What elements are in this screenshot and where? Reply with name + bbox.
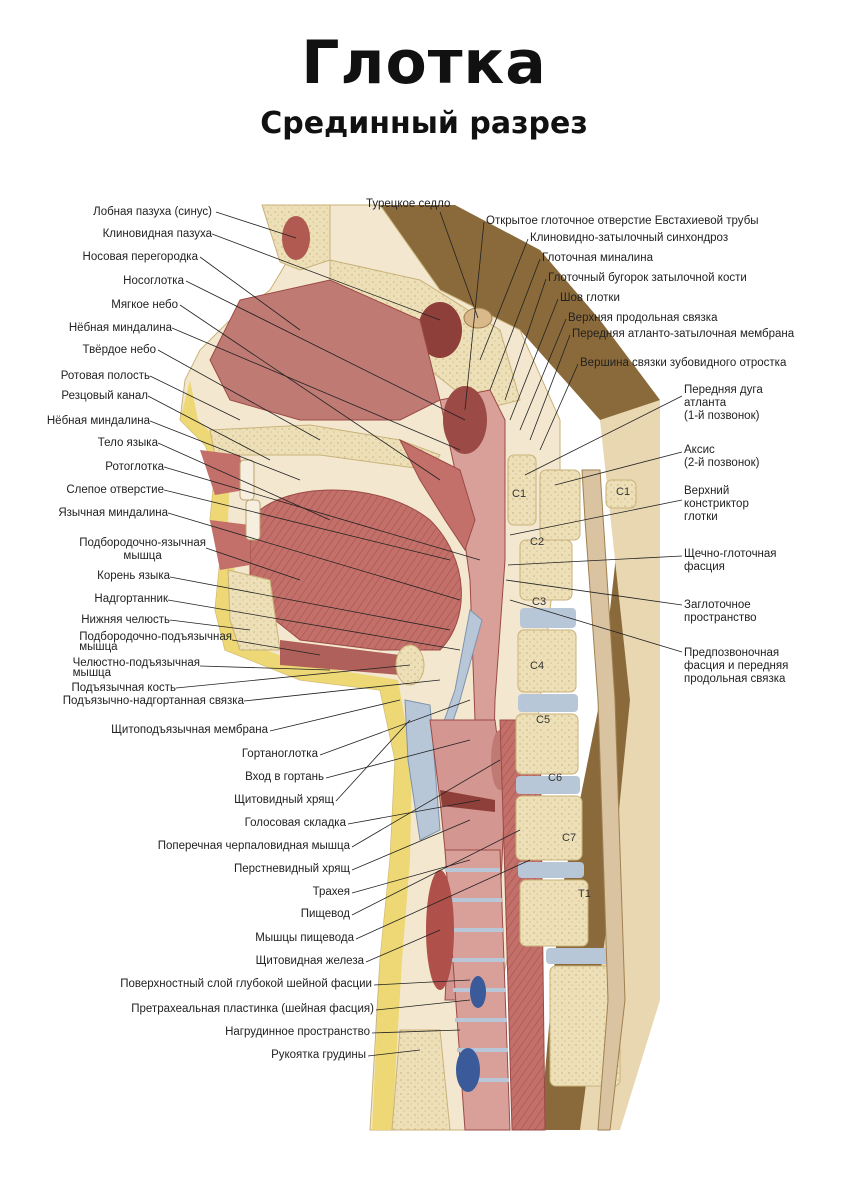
label-mylohyoid: Челюстно-подъязычная мышца bbox=[72, 657, 200, 679]
lower-lip bbox=[210, 520, 250, 570]
label-anterior-arch-atlas: Передняя дуга атланта (1-й позвонок) bbox=[684, 384, 763, 422]
brain-region bbox=[380, 205, 660, 1130]
label-superficial-cervical-fascia: Поверхностный слой глубокой шейной фасци… bbox=[120, 978, 372, 990]
label-pharyngeal-tonsil: Глоточная миналина bbox=[542, 252, 653, 264]
label-palatine-tonsil-1: Нёбная миндалина bbox=[68, 322, 172, 334]
sella-turcica bbox=[463, 307, 493, 329]
upper-lip bbox=[200, 450, 245, 495]
label-superior-constrictor: Верхний констриктор глотки bbox=[684, 485, 749, 523]
label-sphenooccipital-synchondrosis: Клиновидно-затылочный синхондроз bbox=[530, 232, 729, 244]
label-geniohyoid: Подбородочно-подъязычная мышца bbox=[79, 631, 232, 653]
label-laryngeal-inlet: Вход в гортань bbox=[245, 771, 324, 783]
label-buccopharyngeal-fascia: Щечно-глоточная фасция bbox=[684, 548, 777, 573]
thyroid-gland bbox=[426, 870, 454, 990]
lower-incisor bbox=[245, 499, 261, 541]
page-title: Глотка bbox=[301, 28, 547, 98]
manubrium bbox=[391, 1029, 451, 1131]
label-nasopharynx: Носоглотка bbox=[123, 275, 184, 287]
label-retropharyngeal-space: Заглоточное пространство bbox=[684, 599, 757, 624]
label-prevertebral-fascia: Предпозвоночная фасция и передняя продол… bbox=[684, 647, 789, 685]
vertebra-label: C6 bbox=[548, 772, 563, 784]
label-soft-palate: Мягкое небо bbox=[111, 299, 178, 311]
vertebra-label: C1 bbox=[512, 488, 527, 500]
label-thyrohyoid-membrane: Щитоподъязычная мембрана bbox=[111, 724, 268, 736]
label-pharyngeal-tubercle: Глоточный бугорок затылочной кости bbox=[548, 272, 747, 284]
vertebra-label: C3 bbox=[532, 596, 547, 608]
label-tongue-body: Тело языка bbox=[97, 437, 158, 449]
label-manubrium: Рукоятка грудины bbox=[271, 1049, 366, 1061]
label-hyoepiglottic-ligament: Подъязычно-надгортанная связка bbox=[62, 695, 244, 707]
label-epiglottis: Надгортанник bbox=[94, 593, 168, 605]
vertebra-label: C2 bbox=[530, 536, 545, 548]
label-thyroid-cartilage: Щитовидный хрящ bbox=[234, 794, 334, 806]
label-axis: Аксис (2-й позвонок) bbox=[684, 444, 760, 469]
label-eustachian-tube-opening: Открытое глоточное отверстие Евстахиевой… bbox=[486, 215, 759, 227]
label-nasal-septum: Носовая перегородка bbox=[82, 251, 198, 263]
label-incisive-canal: Резцовый канал bbox=[61, 390, 148, 402]
label-hyoid-bone: Подъязычная кость bbox=[71, 682, 176, 694]
vertebra-label: C1 bbox=[616, 486, 631, 498]
page-subtitle: Срединный разрез bbox=[260, 106, 588, 141]
label-vocal-fold: Голосовая складка bbox=[244, 817, 346, 829]
label-sella-turcica: Турецкое седло bbox=[366, 198, 451, 210]
brachiocephalic-vein-upper bbox=[470, 976, 486, 1008]
label-oropharynx: Ротоглотка bbox=[105, 461, 164, 473]
label-superior-longitudinal-ligament: Верхняя продольная связка bbox=[568, 312, 718, 324]
frontal-sinus bbox=[282, 216, 310, 260]
vertebra-label: C5 bbox=[536, 714, 551, 726]
label-cricoid-cartilage: Перстневидный хрящ bbox=[233, 863, 350, 875]
label-esophagus: Пищевод bbox=[300, 908, 350, 920]
label-oral-cavity: Ротовая полость bbox=[60, 370, 150, 382]
label-apical-ligament-dens: Вершина связки зубовидного отростка bbox=[580, 357, 787, 369]
hyoid-bone bbox=[395, 644, 425, 686]
label-esophageal-muscles: Мышцы пищевода bbox=[255, 932, 354, 944]
label-suprasternal-space: Нагрудинное пространство bbox=[225, 1026, 370, 1038]
label-frontal-sinus: Лобная пазуха (синус) bbox=[93, 206, 212, 218]
label-hard-palate: Твёрдое небо bbox=[82, 344, 156, 356]
upper-incisor bbox=[239, 459, 255, 501]
label-foramen-caecum: Слепое отверстие bbox=[66, 484, 164, 496]
label-pretracheal-lamina: Претрахеальная пластинка (шейная фасция) bbox=[131, 1003, 374, 1015]
vertebra-label: C7 bbox=[562, 832, 577, 844]
vertebra-label: T1 bbox=[578, 888, 591, 900]
label-tongue-root: Корень языка bbox=[97, 570, 170, 582]
label-pharyngeal-raphe: Шов глотки bbox=[560, 292, 620, 304]
label-trachea: Трахея bbox=[312, 886, 350, 898]
label-thyroid-gland: Щитовидная железа bbox=[255, 955, 364, 967]
label-transverse-arytenoid: Поперечная черпаловидная мышца bbox=[157, 840, 350, 852]
label-genioglossus: Подбородочно-язычная мышца bbox=[79, 537, 206, 562]
label-mandible: Нижняя челюсть bbox=[81, 614, 170, 626]
brachiocephalic-vein-lower bbox=[456, 1048, 480, 1092]
label-palatine-tonsil-2: Нёбная миндалина bbox=[46, 415, 150, 427]
label-anterior-atlantooccipital-membrane: Передняя атланто-затылочная мембрана bbox=[572, 328, 795, 340]
label-laryngopharynx: Гортаноглотка bbox=[241, 748, 318, 760]
label-lingual-tonsil: Язычная миндалина bbox=[58, 507, 168, 519]
vertebra-label: C4 bbox=[530, 660, 545, 672]
pharyngeal-tonsil bbox=[443, 386, 487, 454]
label-sphenoid-sinus: Клиновидная пазуха bbox=[102, 228, 212, 240]
